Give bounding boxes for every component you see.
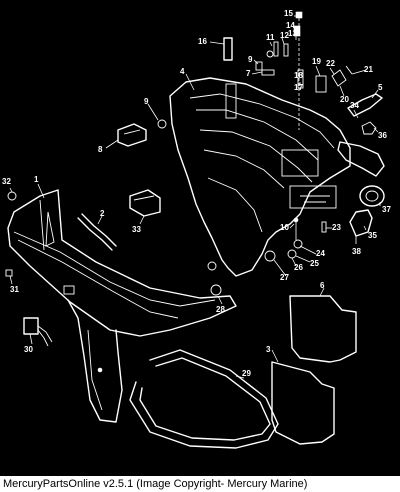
side-plate-6 bbox=[289, 295, 357, 363]
seal-29 bbox=[129, 349, 279, 449]
side-plate-3 bbox=[271, 361, 335, 445]
callout-31: 31 bbox=[10, 285, 19, 294]
connector-30 bbox=[23, 317, 53, 347]
callout-27: 27 bbox=[280, 273, 289, 282]
callout-34: 34 bbox=[350, 101, 359, 110]
callout-10: 10 bbox=[280, 223, 289, 232]
callout-9a: 9 bbox=[144, 97, 149, 106]
callout-20: 20 bbox=[340, 95, 349, 104]
trim-34 bbox=[337, 141, 385, 177]
callout-3: 3 bbox=[266, 345, 271, 354]
callout-23: 23 bbox=[332, 223, 341, 232]
callout-2: 2 bbox=[100, 209, 105, 218]
callout-24: 24 bbox=[316, 249, 325, 258]
callout-7: 7 bbox=[246, 69, 251, 78]
callout-6: 6 bbox=[320, 281, 325, 290]
callout-25: 25 bbox=[310, 259, 319, 268]
callout-12: 12 bbox=[280, 31, 289, 40]
lower-cowl-front bbox=[7, 189, 237, 337]
callout-38: 38 bbox=[352, 247, 361, 256]
callout-8: 8 bbox=[98, 145, 103, 154]
callout-37: 37 bbox=[382, 205, 391, 214]
callout-5: 5 bbox=[378, 83, 383, 92]
callout-15: 15 bbox=[284, 9, 293, 18]
callout-labels: 1 2 3 4 5 6 7 8 9 9 10 11 12 13 14 15 16… bbox=[2, 9, 391, 378]
latch-8 bbox=[117, 123, 147, 147]
callout-19: 19 bbox=[312, 57, 321, 66]
callout-33: 33 bbox=[132, 225, 141, 234]
leader-lines bbox=[9, 15, 381, 379]
callout-13: 13 bbox=[288, 29, 297, 38]
callout-22: 22 bbox=[326, 59, 335, 68]
callout-11: 11 bbox=[266, 33, 275, 42]
callout-28: 28 bbox=[216, 305, 225, 314]
callout-21: 21 bbox=[364, 65, 373, 74]
callout-35: 35 bbox=[368, 231, 377, 240]
callout-9b: 9 bbox=[248, 55, 253, 64]
callout-32: 32 bbox=[2, 177, 11, 186]
seal-strip-2 bbox=[77, 213, 117, 251]
callout-16: 16 bbox=[198, 37, 207, 46]
callout-36: 36 bbox=[378, 131, 387, 140]
driveshaft-housing bbox=[67, 299, 123, 423]
lower-cowl-rear bbox=[169, 77, 351, 277]
callout-18: 18 bbox=[294, 71, 303, 80]
copyright-caption: MercuryPartsOnline v2.5.1 (Image Copyrig… bbox=[0, 476, 400, 492]
hardware bbox=[5, 11, 377, 296]
callout-1: 1 bbox=[34, 175, 39, 184]
grommet-37 bbox=[359, 185, 385, 207]
callout-29: 29 bbox=[242, 369, 251, 378]
callout-30: 30 bbox=[24, 345, 33, 354]
trim-5 bbox=[347, 93, 383, 117]
callout-14: 14 bbox=[286, 21, 295, 30]
callout-26: 26 bbox=[294, 263, 303, 272]
latch-33 bbox=[129, 189, 161, 217]
callout-4: 4 bbox=[180, 67, 185, 76]
callout-17: 17 bbox=[294, 83, 303, 92]
